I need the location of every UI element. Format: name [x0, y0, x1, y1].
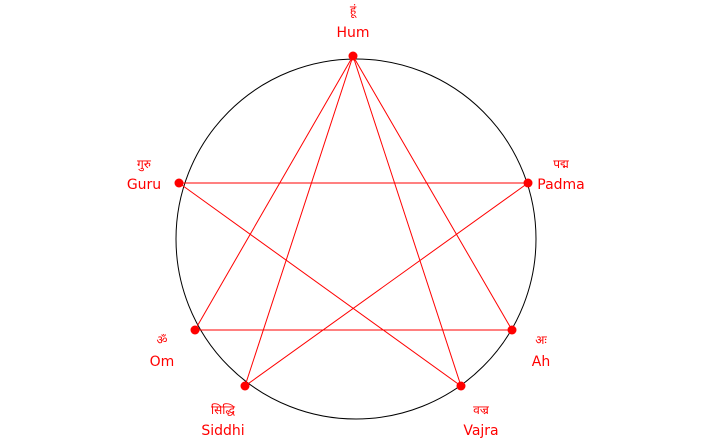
edge-hum-om — [194, 55, 354, 331]
node-script-om: ॐ — [157, 333, 168, 347]
node-script-vajra: वज्र — [473, 403, 490, 417]
edge-hum-siddhi — [244, 55, 354, 387]
node-script-padma: पद्म — [553, 157, 569, 171]
node-ah — [507, 325, 517, 335]
node-script-siddhi: सिद्धि — [211, 403, 235, 417]
node-vajra — [456, 381, 466, 391]
edge-guru-vajra — [178, 182, 462, 387]
node-label-siddhi: Siddhi — [201, 423, 244, 439]
outer-circle — [175, 58, 537, 420]
edge-group — [178, 55, 529, 387]
node-script-hum: हूं — [350, 3, 357, 19]
node-label-vajra: Vajra — [463, 423, 498, 439]
node-group — [174, 51, 533, 391]
node-label-hum: Hum — [336, 25, 369, 41]
node-label-ah: Ah — [532, 354, 550, 370]
node-guru — [174, 178, 184, 188]
node-padma — [523, 178, 533, 188]
node-om — [190, 325, 200, 335]
node-script-guru: गुरु — [137, 157, 152, 172]
node-script-ah: अः — [535, 333, 547, 347]
node-label-om: Om — [150, 354, 175, 370]
edge-hum-ah — [352, 55, 513, 331]
edge-padma-siddhi — [244, 182, 529, 387]
node-hum — [348, 51, 358, 61]
edge-hum-vajra — [352, 55, 462, 387]
node-label-guru: Guru — [127, 177, 161, 193]
label-group: हूं Hum पद्म Padma अः Ah वज्र Vajra सिद्धि Siddhi… — [127, 3, 585, 439]
node-label-padma: Padma — [537, 177, 585, 193]
node-siddhi — [240, 381, 250, 391]
